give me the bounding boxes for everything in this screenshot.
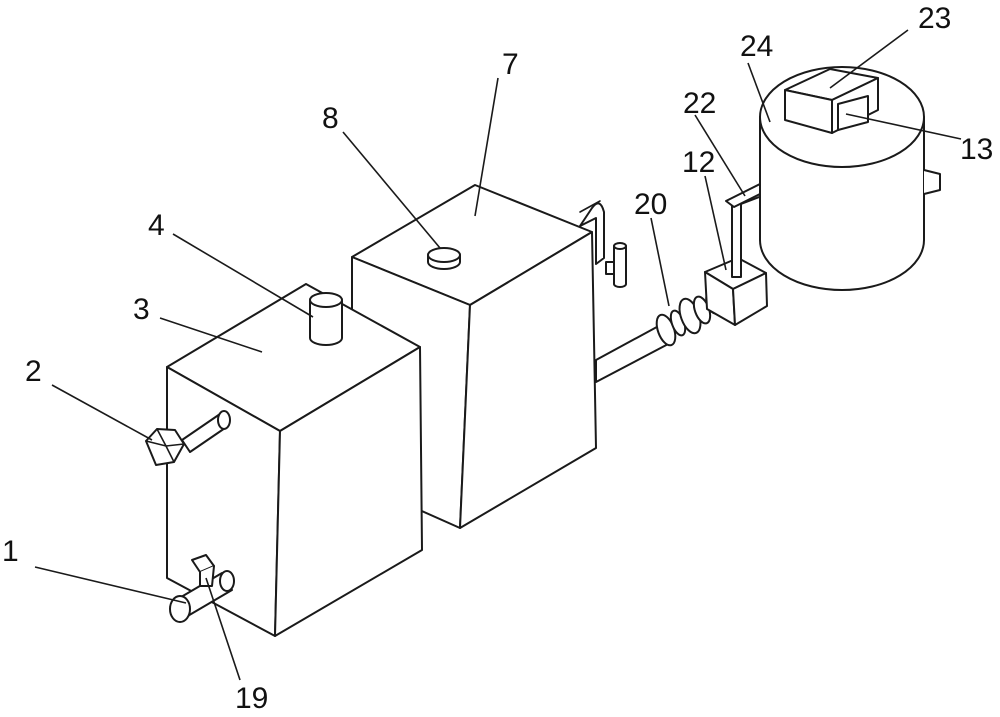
label-23: 23 [918,2,951,35]
leader-lines [34,29,962,681]
label-12: 12 [682,146,715,179]
pipe-1 [169,570,235,623]
leader-19 [205,577,241,681]
valve-19 [191,554,215,587]
cap-8 [427,247,461,270]
leader-20 [650,217,670,307]
leader-2 [51,384,153,441]
leader-22 [694,114,746,197]
bent-pipe [579,200,605,265]
leader-13 [845,113,962,140]
label-20: 20 [634,188,667,221]
label-24: 24 [740,30,773,63]
cylinder-4 [309,292,343,346]
side-fitting [605,242,627,288]
label-8: 8 [322,102,339,135]
label-22: 22 [683,87,716,120]
leader-8 [342,131,441,249]
label-7: 7 [502,48,519,81]
label-19: 19 [235,682,268,715]
label-3: 3 [133,293,150,326]
leader-24 [747,62,771,123]
leader-3 [159,317,263,353]
label-4: 4 [148,209,165,242]
leader-1 [34,566,187,604]
bolt-2 [145,410,231,466]
label-1: 1 [2,535,19,568]
leader-23 [829,29,909,89]
label-13: 13 [960,133,993,166]
leader-4 [172,233,314,318]
bracket-13 [837,95,869,131]
label-2: 2 [25,355,42,388]
leader-12 [704,175,727,271]
leader-7 [474,77,499,217]
